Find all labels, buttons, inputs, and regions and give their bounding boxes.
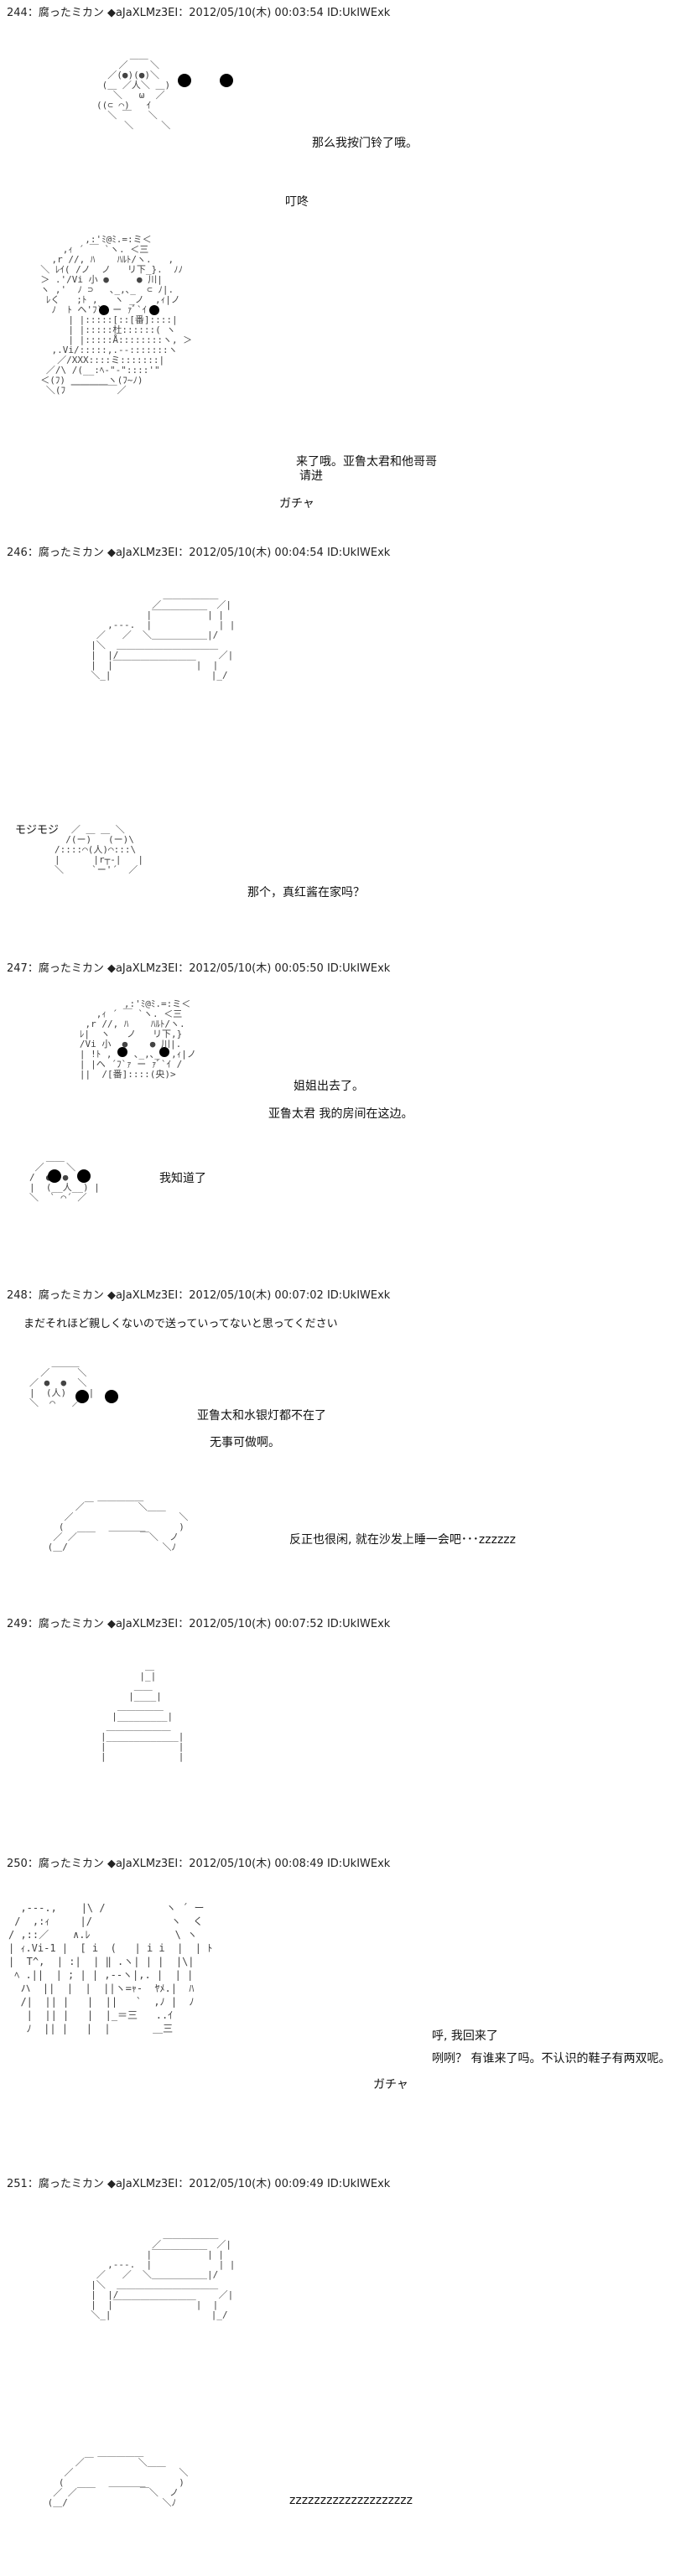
sleeping-art: ＿＿＿＿＿ ／￣ ＼＿＿ ／ ＼ ( ＿＿＿＿ ) ／ ／￣￣ ￣＼ ノ (＿/… [47,2447,189,2508]
dialog-line: 那么我按门铃了哦。 [312,137,418,150]
eye-right [159,1047,169,1057]
living-room-art: ＿＿＿＿＿＿ ／ ／| |￣￣￣￣￣￣| | ,-‐-. | | | ／ ／ ＼… [91,589,236,681]
stacked-boxes-art: ＿ |_| ＿＿ |____| ＿＿＿＿＿ |_________| ＿＿＿＿＿＿… [101,1661,184,1762]
eye-right [77,1169,91,1183]
character-art: ,-‐-., |\ / ヽ ´ ー / ,:ｨ |/ ヽ く / ,::／ ∧.… [8,1902,213,2034]
post-header: 250：腐ったミカン ◆aJaXLMz3EI：2012/05/10(木) 00:… [7,1858,391,1870]
dialog-line: 亚鲁太和水银灯都不在了 [197,1409,326,1423]
suigintou-art: ,:'ﾐ@ﾐ.=:ミ＜ ,ｨ ´ ￣ `ヽ. ＜三 ,r //, ﾊ ﾊﾙﾄ/ヽ… [79,998,196,1080]
dialog-line: ガチャ [373,2078,408,2091]
dialog-line: 反正也很闲, 就在沙发上睡一会吧･･･zzzzzz [289,1533,516,1547]
dialog-line: 请进 [299,469,323,483]
post-header: 244：腐ったミカン ◆aJaXLMz3EI：2012/05/10(木) 00:… [7,7,391,19]
post-header: 246：腐ったミカン ◆aJaXLMz3EI：2012/05/10(木) 00:… [7,547,391,559]
sleeping-art: ＿＿＿＿＿ ／￣ ＼＿＿ ／ ＼ ( ＿＿＿＿ ) ／ ／￣￣ ￣＼ ノ (＿/… [47,1491,189,1552]
dialog-line: 无事可做啊。 [210,1436,280,1449]
eye-right [220,74,233,87]
dialog-line: モジモジ [15,824,60,837]
dialog-line: 叮咚 [285,195,309,209]
dialog-line: 亚鲁太君 我的房间在这边。 [268,1107,413,1121]
eye-right [149,305,159,315]
narration-line: まだそれほど親しくないので送っていってないと思ってください [23,1318,338,1330]
yaruo-art: ＿＿ ／ ＼ ／(●)(●)＼ (＿ ／人＼ ＿) ＼ ω ／ ((⊂ ⌒) ｲ… [96,49,171,131]
yaruo-art: ＿＿＿ ／ ＼ ／ ● ● ＼ | (人) | ＼ ⌒ ／ [29,1357,95,1408]
eye-left [178,74,191,87]
dialog-line: 来了哦。亚鲁太君和他哥哥 [296,455,437,469]
dialog-line: ガチャ [279,497,314,511]
yaranaio-art: ／ ＿ ＿ ＼ /(ー) (ー)\ /::::⌒(人)⌒:::\ | |r┬-|… [55,824,143,875]
post-header: 251：腐ったミカン ◆aJaXLMz3EI：2012/05/10(木) 00:… [7,2178,391,2190]
dialog-line: 那个，真红酱在家吗？ [247,886,365,899]
suigintou-art: ,:'ﾐ@ﾐ.=:ミ＜ ,ｨ ´ ￣ `ヽ. ＜三 ,r //, ﾊ ﾊﾙﾄ/ヽ… [40,234,193,396]
eye-left [117,1047,127,1057]
dialog-line: 呼, 我回来了 [432,2029,498,2043]
dialog-line: zzzzzzzzzzzzzzzzzzzz [289,2494,413,2507]
eye-left [75,1390,89,1403]
eye-left [48,1169,61,1183]
dialog-line: 我知道了 [159,1172,206,1185]
post-header: 247：腐ったミカン ◆aJaXLMz3EI：2012/05/10(木) 00:… [7,962,391,975]
living-room-art: ＿＿＿＿＿＿ ／ ／| |￣￣￣￣￣￣| | ,-‐-. | | | ／ ／ ＼… [91,2229,236,2320]
post-header: 249：腐ったミカン ◆aJaXLMz3EI：2012/05/10(木) 00:… [7,1618,391,1630]
eye-right [105,1390,118,1403]
yaruo-art: ＿＿ ／ ＼ / ● ● \ | (__人__) | ＼ ` ⌒´ ／ [29,1152,100,1203]
post-header: 248：腐ったミカン ◆aJaXLMz3EI：2012/05/10(木) 00:… [7,1289,391,1302]
eye-left [99,305,109,315]
dialog-line: 姐姐出去了。 [294,1080,364,1093]
dialog-line: 咧咧？ 有谁来了吗。不认识的鞋子有两双呢。 [432,2052,671,2065]
